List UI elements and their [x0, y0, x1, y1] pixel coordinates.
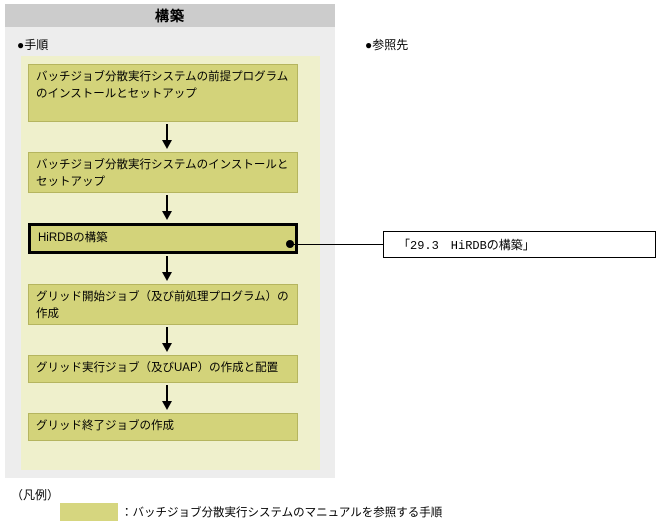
flow-step-5[interactable]: グリッド実行ジョブ（及びUAP）の作成と配置 [28, 355, 298, 383]
flow-step-3-label: HiRDBの構築 [38, 231, 108, 244]
legend-title: （凡例） [11, 488, 60, 502]
panel-title: 構築 [5, 4, 335, 27]
flow-step-6[interactable]: グリッド終了ジョブの作成 [28, 413, 298, 441]
flow-step-4-label: グリッド開始ジョブ（及び前処理プログラム）の作成 [36, 291, 289, 320]
connector-line [292, 243, 384, 245]
flow-step-3-hirdb[interactable]: HiRDBの構築 [28, 223, 298, 254]
flow-step-1-label: バッチジョブ分散実行システムの前提プログラムのインストールとセットアップ [36, 71, 289, 100]
reference-box-label: 「29.3 HiRDBの構築」 [398, 239, 535, 253]
flow-arrow-4-icon [162, 327, 173, 353]
legend-row: ：バッチジョブ分散実行システムのマニュアルを参照する手順 [60, 503, 442, 521]
reference-box[interactable]: 「29.3 HiRDBの構築」 [383, 231, 656, 258]
flow-step-5-label: グリッド実行ジョブ（及びUAP）の作成と配置 [36, 362, 279, 374]
procedure-section-label: ●手順 [17, 38, 49, 52]
legend-swatch [60, 503, 118, 521]
flow-step-2-label: バッチジョブ分散実行システムのインストールとセットアップ [36, 159, 289, 188]
legend-description: ：バッチジョブ分散実行システムのマニュアルを参照する手順 [121, 507, 443, 519]
flow-arrow-2-icon [162, 195, 173, 221]
flow-step-4[interactable]: グリッド開始ジョブ（及び前処理プログラム）の作成 [28, 284, 298, 325]
connector-dot-icon [286, 240, 294, 248]
reference-section-label: ●参照先 [365, 38, 409, 52]
flow-arrow-1-icon [162, 124, 173, 150]
flow-step-2[interactable]: バッチジョブ分散実行システムのインストールとセットアップ [28, 152, 298, 193]
flow-arrow-3-icon [162, 256, 173, 282]
flow-step-6-label: グリッド終了ジョブの作成 [36, 420, 174, 432]
flow-arrow-5-icon [162, 385, 173, 411]
flow-step-1[interactable]: バッチジョブ分散実行システムの前提プログラムのインストールとセットアップ [28, 64, 298, 122]
flow-column: バッチジョブ分散実行システムの前提プログラムのインストールとセットアップ バッチ… [21, 56, 320, 470]
